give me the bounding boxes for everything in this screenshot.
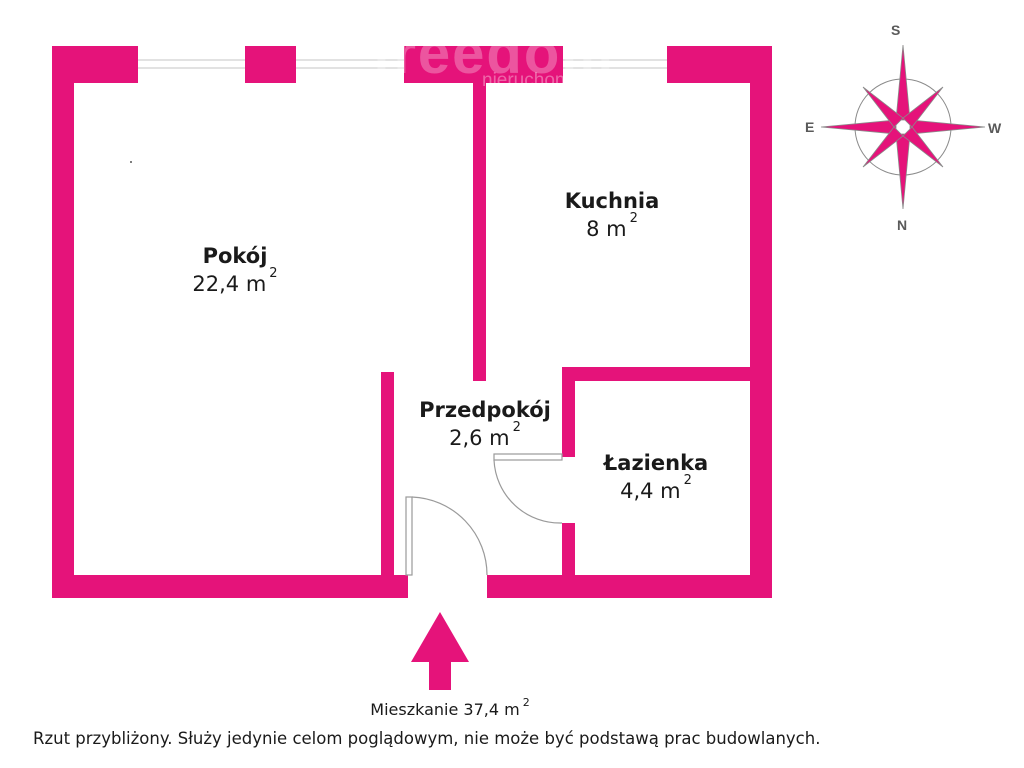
windows [138, 46, 667, 83]
window [296, 46, 404, 83]
compass-label-bottom: N [897, 217, 908, 233]
area-unit-exponent: 2 [512, 420, 521, 435]
compass-label-right: W [988, 120, 1002, 136]
disclaimer-text: Rzut przybliżony. Służy jedynie celom po… [33, 729, 821, 748]
wall-lazienka-lower [562, 523, 575, 578]
area-unit-exponent: 2 [629, 211, 638, 226]
watermark-brand: freedom [372, 21, 615, 86]
wall-lazienka-upper [562, 367, 575, 457]
room-name: Łazienka [603, 451, 709, 475]
room-name: Pokój [202, 244, 268, 268]
compass-rose-icon [820, 44, 986, 210]
bathroom-door [493, 453, 563, 524]
wall-pokoj-kuchnia [473, 83, 486, 381]
window [138, 46, 245, 83]
room-name: Kuchnia [564, 189, 660, 213]
wall-left [52, 46, 74, 598]
room-area-value: 2,6 m [449, 426, 510, 450]
wall-pokoj-przedpokoj [381, 372, 394, 578]
entrance-arrow-icon [411, 612, 469, 690]
entrance-door [405, 496, 488, 576]
room-name: Przedpokój [419, 398, 551, 422]
watermark-subtitle: nieruchomości [482, 70, 605, 91]
plan-dot [130, 161, 132, 163]
total-area-label: Mieszkanie 37,4 m [370, 700, 520, 719]
wall-bottom-left [52, 575, 408, 598]
area-unit-exponent: 2 [683, 473, 692, 488]
area-unit-exponent: 2 [269, 266, 278, 281]
compass-label-left: E [805, 119, 815, 135]
wall-right [750, 46, 772, 598]
room-area-value: 8 m [586, 217, 627, 241]
room-area-value: 4,4 m [620, 479, 681, 503]
compass-label-top: S [891, 22, 901, 38]
wall-bottom-right [487, 575, 772, 598]
area-unit-exponent: 2 [522, 696, 530, 709]
window [563, 46, 667, 83]
room-area-value: 22,4 m [192, 272, 267, 296]
wall-kuchnia-lazienka [562, 367, 752, 381]
